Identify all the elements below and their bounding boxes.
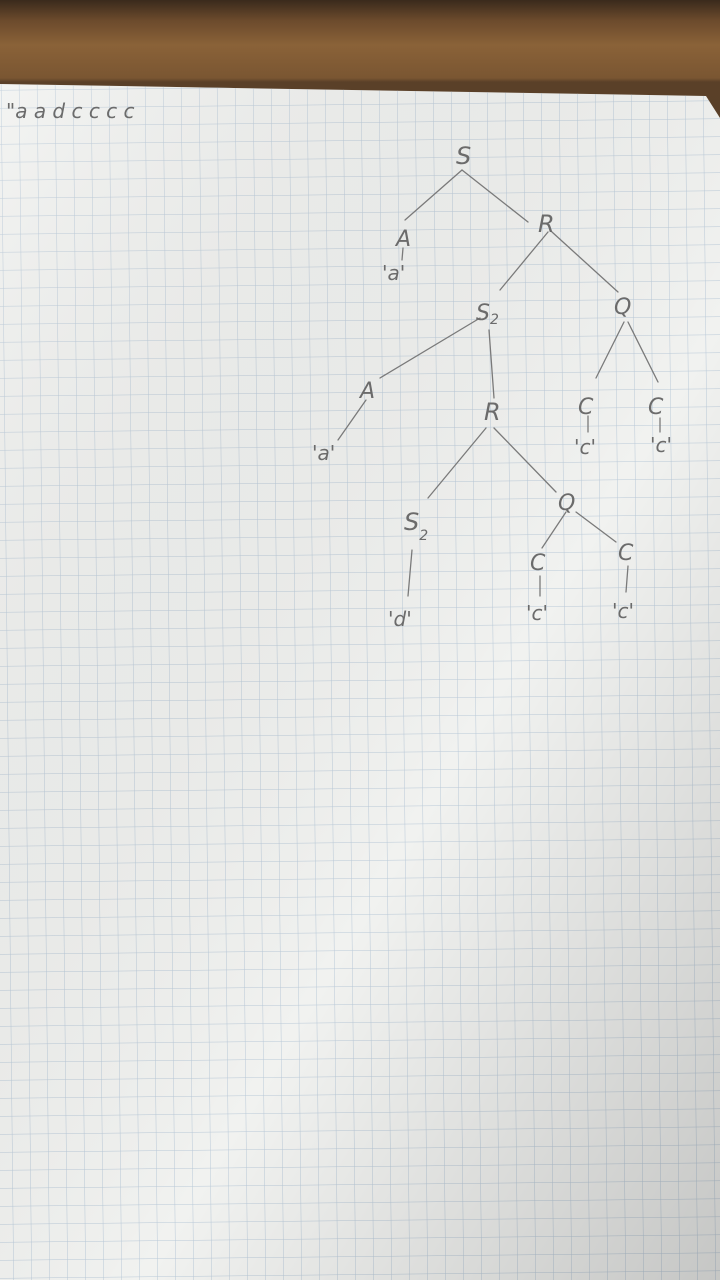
edge-S2b-leaf <box>407 549 413 597</box>
leaf-c-level5-right: 'c' <box>612 599 634 623</box>
tree-nodes: S A 'a' R S2 Q A 'a' R C 'c' C 'c' S2 'd… <box>312 142 672 631</box>
node-R-level1: R <box>538 210 555 238</box>
node-C-level5-left: C <box>530 551 546 576</box>
node-C-level3-left: C <box>578 395 594 420</box>
edge-A-leaf2 <box>337 399 367 441</box>
edge-C2b-leaf <box>625 565 629 593</box>
node-C-level5-right: C <box>618 541 634 566</box>
node-Q-level4: Q <box>558 491 575 516</box>
leaf-a-level3: 'a' <box>312 441 335 465</box>
edge-R-Qb <box>493 427 557 493</box>
node-Q-level2: Q <box>614 295 631 320</box>
leaf-c-level3-right: 'c' <box>650 433 672 457</box>
node-S-root: S <box>456 142 471 170</box>
tree-edges <box>337 169 661 597</box>
edge-Q-C2 <box>627 321 659 383</box>
edge-R-S2 <box>499 231 549 291</box>
edge-Qb-C1 <box>541 511 567 549</box>
edge-S-A <box>404 169 463 221</box>
node-S2-level4: S2 <box>404 508 428 544</box>
edge-S2-A <box>379 317 481 379</box>
edge-R-Q <box>551 231 619 293</box>
edge-S2-R <box>488 329 495 399</box>
leaf-c-level5-left: 'c' <box>526 601 548 625</box>
leaf-a-level1: 'a' <box>382 261 405 285</box>
node-R-level3: R <box>484 398 501 426</box>
edge-R-S2b <box>427 427 487 499</box>
node-A-level1: A <box>394 227 411 252</box>
input-string-text: "a a d c c c c <box>6 99 135 123</box>
edge-S-R <box>461 169 529 223</box>
leaf-c-level3-left: 'c' <box>574 435 596 459</box>
node-C-level3-right: C <box>648 395 664 420</box>
edge-Q-C1 <box>595 321 625 379</box>
leaf-d-level4: 'd' <box>388 607 412 631</box>
edge-Qb-C2 <box>575 511 617 543</box>
node-A-level3: A <box>358 379 375 404</box>
edge-A-leaf <box>401 247 404 261</box>
node-S2-level2: S2 <box>476 301 499 328</box>
